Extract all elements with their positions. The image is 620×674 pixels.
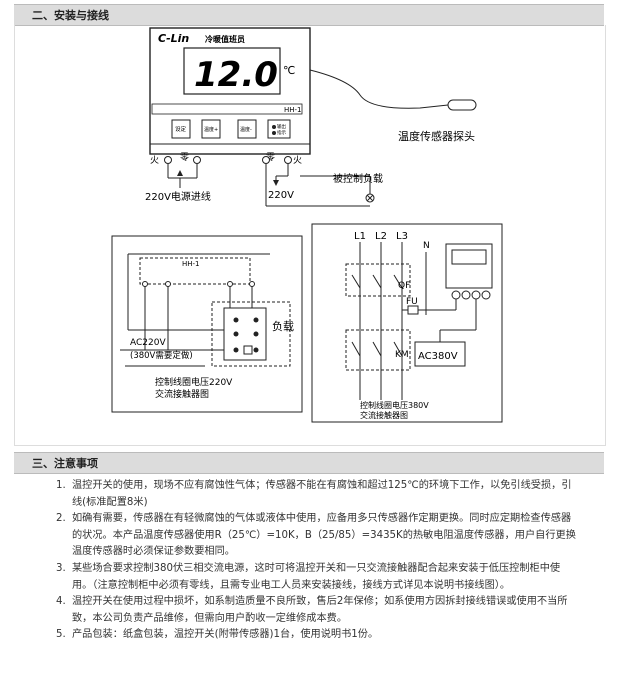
note-number: 1.	[56, 480, 66, 491]
breaker-label: QF	[398, 281, 410, 291]
note-number: 3.	[56, 562, 66, 574]
temperature-readout: 12.0	[194, 55, 278, 95]
svg-text:指示: 指示	[277, 129, 286, 136]
out-voltage-label: 220V	[268, 190, 294, 201]
section-notes-header: 三、注意事项	[14, 452, 604, 474]
note-item: 3. 某些场合要求控制380伏三相交流电源，这时可将温控开关和一只交流接触器配合起…	[56, 561, 576, 594]
phase-l1: L1	[354, 231, 366, 242]
note-number: 2.	[56, 513, 66, 525]
left-caption-1: 控制线圈电压220V	[155, 376, 233, 388]
neutral-label: N	[423, 241, 430, 251]
thermostat-device: C-Lin 冷暖值班员 12.0 ℃ HH-1 设定 温度+ 温度- 输出 指示…	[149, 27, 311, 166]
contactor-diagram-220v: HH-1 负载 AC220V (380V需要定做) 控制线圈电压220V 交流接…	[111, 235, 303, 413]
note-text: 温控开关的使用，现场不应有腐蚀性气体；传感器不能在有腐蚀和超过125℃的环境下工…	[72, 480, 572, 508]
section-install-header: 二、安装与接线	[14, 4, 604, 26]
terminal-neutral-1: 零	[180, 152, 189, 163]
sensor-label: 温度传感器探头	[398, 129, 475, 143]
unit-label: ℃	[283, 64, 295, 77]
btn-temp-up-label: 温度+	[204, 126, 218, 133]
right-caption-1: 控制线圈电压380V	[360, 400, 429, 410]
btn-output-label: 输出	[277, 123, 286, 130]
power-in-label: 220V电源进线	[145, 190, 211, 203]
wiring-diagrams: C-Lin 冷暖值班员 12.0 ℃ HH-1 设定 温度+ 温度- 输出 指示…	[111, 27, 503, 423]
phase-l2: L2	[375, 231, 387, 242]
note-text: 如确有需要，传感器在有轻微腐蚀的气体或液体中使用，应备用多只传感器作定期更换。同…	[72, 513, 576, 558]
model-label: HH-1	[284, 106, 302, 114]
note-item: 1. 温控开关的使用，现场不应有腐蚀性气体；传感器不能在有腐蚀和超过125℃的环境…	[56, 478, 576, 511]
device-subtitle: 冷暖值班员	[205, 34, 245, 44]
note-item: 5. 产品包装：纸盒包装，温控开关(附带传感器)1台，使用说明书1份。	[56, 627, 576, 644]
phase-l3: L3	[396, 231, 408, 242]
section-install-title: 二、安装与接线	[32, 9, 109, 22]
install-panel	[14, 25, 606, 446]
coil-label: AC380V	[418, 351, 458, 362]
notes-list: 1. 温控开关的使用，现场不应有腐蚀性气体；传感器不能在有腐蚀和超过125℃的环境…	[56, 478, 576, 644]
terminal-live-2: 火	[293, 155, 302, 166]
right-caption-2: 交流接触器图	[360, 410, 408, 420]
left-load-label: 负载	[272, 319, 294, 333]
contactor-label: KM	[395, 350, 409, 360]
contactor-diagram-380v: L1 L2 L3 N QF FU KM AC380V 控制线圈电压380V 交	[311, 223, 503, 423]
btn-set-label: 设定	[175, 125, 187, 133]
section-notes-title: 三、注意事项	[32, 457, 98, 470]
brand-logo: C-Lin	[158, 32, 189, 45]
note-number: 4.	[56, 596, 66, 608]
left-caption-2: 交流接触器图	[155, 388, 209, 400]
note-text: 某些场合要求控制380伏三相交流电源，这时可将温控开关和一只交流接触器配合起来安…	[72, 562, 561, 591]
fuse-label: FU	[406, 297, 418, 307]
terminal-live-1: 火	[150, 155, 159, 166]
note-text: 产品包装：纸盒包装，温控开关(附带传感器)1台，使用说明书1份。	[72, 629, 379, 641]
note-item: 2. 如确有需要，传感器在有轻微腐蚀的气体或液体中使用，应备用多只传感器作定期更换…	[56, 511, 576, 561]
btn-temp-down-label: 温度-	[240, 126, 252, 133]
load-label: 被控制负载	[333, 172, 383, 185]
left-supply-note: (380V需要定做)	[130, 350, 193, 361]
note-number: 5.	[56, 629, 66, 641]
left-supply-label: AC220V	[130, 338, 166, 348]
note-item: 4. 温控开关在使用过程中损坏，如系制造质量不良所致，售后2年保修；如系使用方因拆…	[56, 594, 576, 627]
left-model-label: HH-1	[182, 260, 200, 268]
terminal-neutral-2: 零	[266, 152, 275, 163]
note-text: 温控开关在使用过程中损坏，如系制造质量不良所致，售后2年保修；如系使用方因拆封接…	[72, 596, 568, 624]
lcd-screen	[183, 47, 281, 95]
